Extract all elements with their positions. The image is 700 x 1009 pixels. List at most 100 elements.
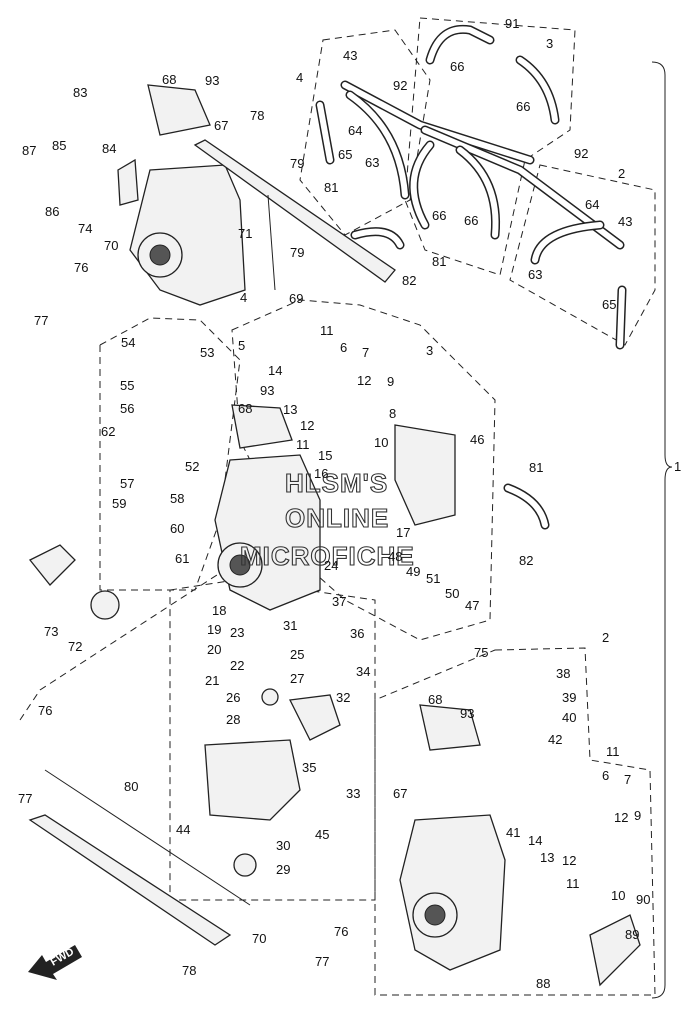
callout-82-2: 82 bbox=[519, 553, 533, 568]
callout-63: 63 bbox=[365, 155, 379, 170]
callout-14: 14 bbox=[268, 363, 282, 378]
callout-66-4: 66 bbox=[464, 213, 478, 228]
callout-4: 4 bbox=[296, 70, 303, 85]
callout-83: 83 bbox=[73, 85, 87, 100]
callout-77: 77 bbox=[34, 313, 48, 328]
callout-92-2: 92 bbox=[574, 146, 588, 161]
callout-53: 53 bbox=[200, 345, 214, 360]
callout-58: 58 bbox=[170, 491, 184, 506]
callout-14-2: 14 bbox=[528, 833, 542, 848]
callout-68: 68 bbox=[162, 72, 176, 87]
callout-85: 85 bbox=[52, 138, 66, 153]
callout-88: 88 bbox=[536, 976, 550, 991]
callout-78-2: 78 bbox=[182, 963, 196, 978]
callout-76-2: 76 bbox=[38, 703, 52, 718]
outline-sub-assembly-2 bbox=[374, 647, 656, 996]
callout-39: 39 bbox=[562, 690, 576, 705]
callout-45: 45 bbox=[315, 827, 329, 842]
callout-46: 46 bbox=[470, 432, 484, 447]
callout-69: 69 bbox=[289, 291, 303, 306]
callout-77-3: 77 bbox=[315, 954, 329, 969]
callout-62: 62 bbox=[101, 424, 115, 439]
outline-group-4-hoses bbox=[299, 29, 431, 236]
callout-54: 54 bbox=[121, 335, 135, 350]
callout-11-2: 11 bbox=[296, 437, 310, 452]
outline-lower-parts bbox=[169, 579, 376, 901]
callout-50: 50 bbox=[445, 586, 459, 601]
callout-8: 8 bbox=[389, 406, 396, 421]
callout-20: 20 bbox=[207, 642, 221, 657]
callout-80: 80 bbox=[124, 779, 138, 794]
callout-28: 28 bbox=[226, 712, 240, 727]
rods-and-rails bbox=[28, 139, 396, 946]
callout-42: 42 bbox=[548, 732, 562, 747]
callout-12: 12 bbox=[357, 373, 371, 388]
callout-12-4: 12 bbox=[562, 853, 576, 868]
callout-37: 37 bbox=[332, 594, 346, 609]
callout-3: 3 bbox=[546, 36, 553, 51]
callout-10-2: 10 bbox=[611, 888, 625, 903]
callout-48: 48 bbox=[388, 549, 402, 564]
callout-6-2: 6 bbox=[602, 768, 609, 783]
assembly-bracket-label: 1 bbox=[674, 459, 681, 474]
callout-57: 57 bbox=[120, 476, 134, 491]
callout-84: 84 bbox=[102, 141, 116, 156]
watermark-line-1: HLSM'S bbox=[285, 468, 388, 498]
callout-18: 18 bbox=[212, 603, 226, 618]
callout-68-3: 68 bbox=[428, 692, 442, 707]
callout-76: 76 bbox=[74, 260, 88, 275]
callout-7: 7 bbox=[362, 345, 369, 360]
assembly-bracket: 1 bbox=[651, 61, 681, 999]
callout-3-2: 3 bbox=[426, 343, 433, 358]
callout-64: 64 bbox=[348, 123, 362, 138]
callout-73: 73 bbox=[44, 624, 58, 639]
callout-75: 75 bbox=[474, 645, 488, 660]
callout-90: 90 bbox=[636, 892, 650, 907]
callout-86: 86 bbox=[45, 204, 59, 219]
callout-93: 93 bbox=[205, 73, 219, 88]
callout-67: 67 bbox=[214, 118, 228, 133]
fwd-arrow: FWD bbox=[28, 945, 82, 980]
callout-9: 9 bbox=[387, 374, 394, 389]
callout-7-2: 7 bbox=[624, 772, 631, 787]
watermark-line-3: MICROFICHE bbox=[240, 541, 415, 571]
callout-13-2: 13 bbox=[540, 850, 554, 865]
callout-71: 71 bbox=[238, 226, 252, 241]
callout-64-2: 64 bbox=[585, 197, 599, 212]
callout-30: 30 bbox=[276, 838, 290, 853]
callout-10: 10 bbox=[374, 435, 388, 450]
outline-left-link bbox=[19, 559, 241, 721]
callout-61: 61 bbox=[175, 551, 189, 566]
callout-66-3: 66 bbox=[432, 208, 446, 223]
callout-81: 81 bbox=[324, 180, 338, 195]
callout-21: 21 bbox=[205, 673, 219, 688]
callout-81-2: 81 bbox=[432, 254, 446, 269]
callout-79: 79 bbox=[290, 156, 304, 171]
callout-70-2: 70 bbox=[252, 931, 266, 946]
callout-11: 11 bbox=[320, 323, 334, 338]
callout-43-2: 43 bbox=[618, 214, 632, 229]
callout-87: 87 bbox=[22, 143, 36, 158]
callout-35: 35 bbox=[302, 760, 316, 775]
callout-77-2: 77 bbox=[18, 791, 32, 806]
carburetor-middle bbox=[214, 404, 456, 611]
callout-32: 32 bbox=[336, 690, 350, 705]
callout-91: 91 bbox=[505, 16, 519, 31]
outline-sub-assembly-left bbox=[99, 317, 241, 591]
callout-56: 56 bbox=[120, 401, 134, 416]
callout-17: 17 bbox=[396, 525, 410, 540]
callout-13: 13 bbox=[283, 402, 297, 417]
callout-67-2: 67 bbox=[393, 786, 407, 801]
callout-40: 40 bbox=[562, 710, 576, 725]
callout-41: 41 bbox=[506, 825, 520, 840]
callout-66: 66 bbox=[450, 59, 464, 74]
callout-6: 6 bbox=[340, 340, 347, 355]
callout-43: 43 bbox=[343, 48, 357, 63]
callout-93-3: 93 bbox=[460, 706, 474, 721]
callout-74: 74 bbox=[78, 221, 92, 236]
callout-19: 19 bbox=[207, 622, 221, 637]
callout-47: 47 bbox=[465, 598, 479, 613]
carburetor-lower-right bbox=[399, 704, 506, 971]
callout-38: 38 bbox=[556, 666, 570, 681]
